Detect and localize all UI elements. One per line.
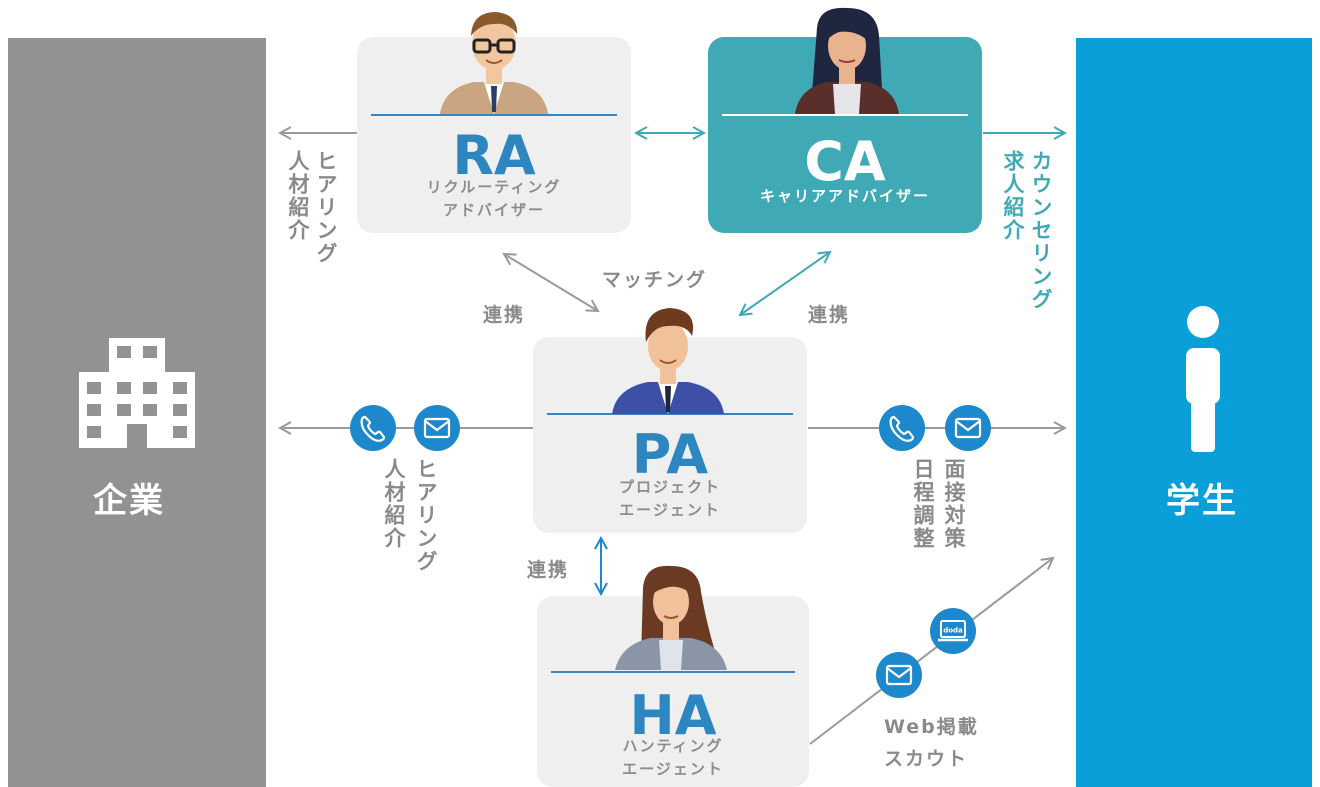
ha-sub-line1: ハンティング (622, 737, 724, 755)
doda-label: doda (943, 627, 963, 635)
pa-student-mail (945, 405, 991, 451)
ra-pa-link-label: 連携 (483, 304, 526, 326)
ca-student-label-introduction: 求人紹介 (1001, 150, 1025, 242)
ca-student-label-counseling: カウンセリング (1029, 150, 1053, 311)
pa-person-illustration (612, 308, 724, 414)
ha-sub-line2: エージェント (622, 760, 724, 778)
company-label: 企業 (93, 481, 165, 521)
matching-label: マッチング (602, 269, 708, 291)
ra-company-label-hearing: ヒアリング (314, 150, 338, 265)
ha-student-label-scout: スカウト (884, 748, 969, 770)
person-icon (1186, 306, 1220, 452)
arrow-ra-pa (504, 254, 598, 311)
ha-student-laptop: doda (930, 608, 976, 654)
phone-icon (889, 415, 915, 442)
pa-sub-line1: プロジェクト (618, 478, 721, 496)
pa-company-label-hearing: ヒアリング (414, 458, 438, 573)
student-panel: 学生 (1076, 38, 1312, 787)
pa-student-phone (879, 405, 925, 451)
pa-company-mail (414, 405, 460, 451)
mail-icon (954, 417, 982, 439)
arrow-ha-student (809, 558, 1053, 745)
ca-sub-line1: キャリアアドバイザー (759, 187, 930, 205)
ra-sub-line1: リクルーティング (426, 178, 562, 196)
pa-company-phone (350, 405, 396, 451)
phone-icon (360, 415, 386, 442)
building-icon (79, 338, 195, 448)
pa-ha-link-label: 連携 (527, 559, 570, 581)
ha-student-mail (876, 652, 922, 698)
arrow-ca-pa (740, 252, 830, 315)
pa-student-label-interview: 面接対策 (942, 458, 966, 550)
pa-company-label-introduction: 人材紹介 (382, 458, 406, 550)
ha-abbr: HA (629, 684, 717, 747)
ra-person-illustration (440, 12, 548, 114)
mail-icon (423, 417, 451, 439)
laptop-icon: doda (938, 620, 968, 642)
pa-sub-line2: エージェント (619, 501, 721, 519)
ra-company-label-introduction: 人材紹介 (286, 150, 310, 242)
pa-student-label-schedule: 日程調整 (911, 458, 935, 550)
ha-person-illustration (615, 565, 727, 670)
ra-abbr: RA (452, 124, 536, 187)
company-panel: 企業 (8, 38, 266, 787)
ra-sub-line2: アドバイザー (442, 201, 545, 219)
ca-person-illustration (795, 7, 899, 114)
mail-icon (885, 664, 913, 686)
pa-abbr: PA (631, 423, 709, 486)
ha-student-label-web: Web掲載 (884, 716, 979, 738)
student-label: 学生 (1166, 481, 1238, 521)
ca-abbr: CA (804, 130, 886, 193)
ca-pa-link-label: 連携 (808, 304, 851, 326)
